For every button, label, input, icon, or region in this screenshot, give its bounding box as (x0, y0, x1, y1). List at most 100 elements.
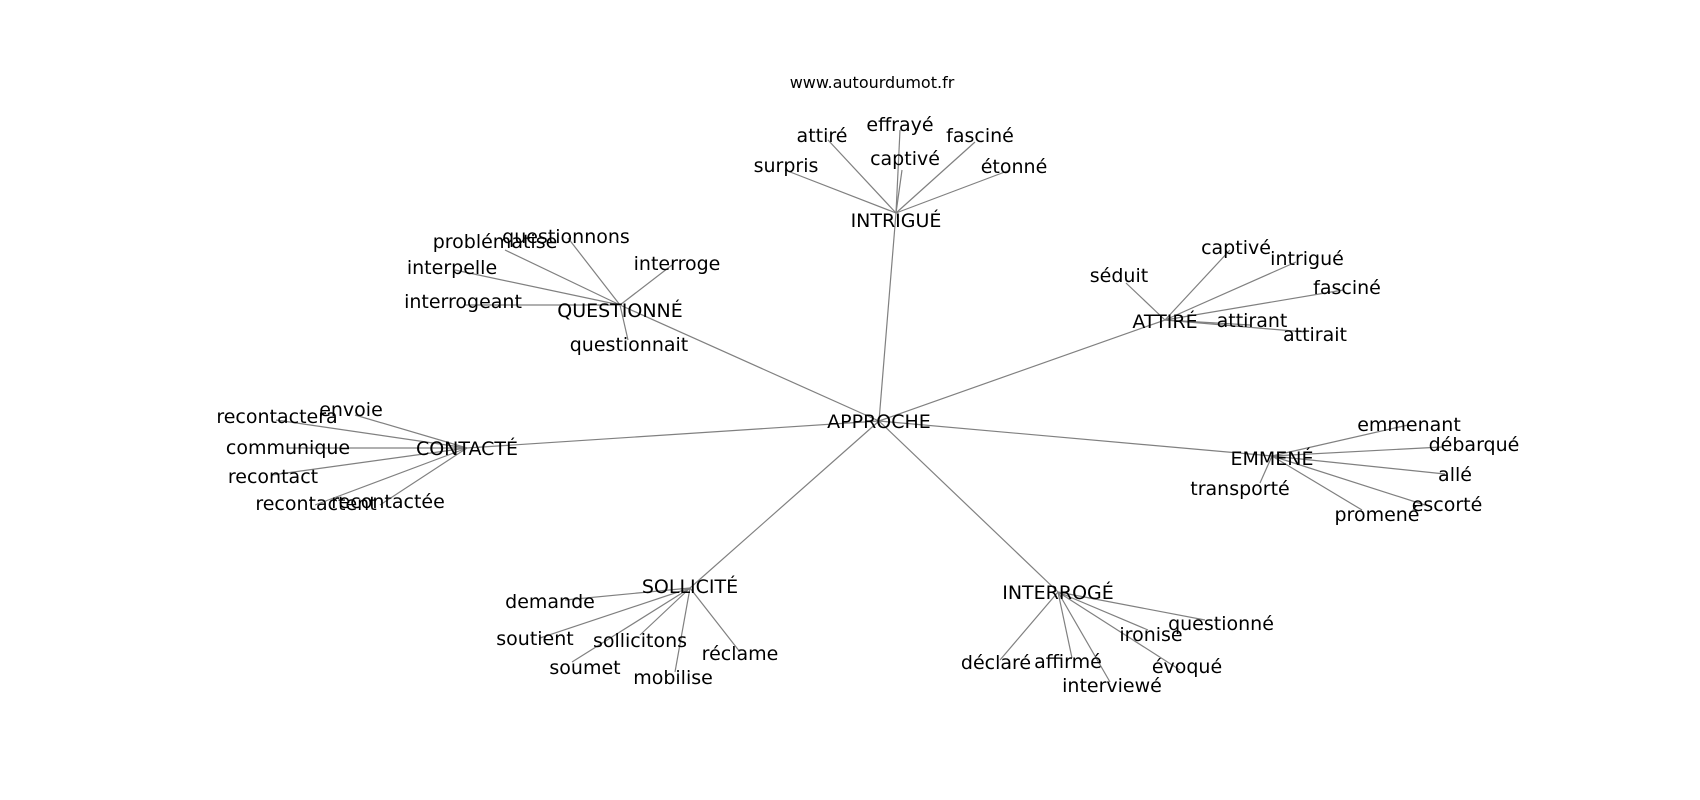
edge-hub-leaf (674, 587, 691, 673)
leaf-node-label: sollicitons (593, 630, 687, 652)
edge-hub-leaf (895, 169, 903, 214)
edges (271, 129, 1446, 683)
edge-hub-leaf (1164, 249, 1231, 321)
leaf-node-label: transporté (1190, 478, 1289, 500)
leaf-node-label: débarqué (1429, 434, 1520, 456)
edge-hub-leaf (895, 169, 1011, 214)
leaf-node-label: problématise (433, 231, 558, 253)
edge-hub-leaf (1057, 591, 1206, 621)
edge-hub-leaf (1271, 455, 1363, 511)
edge-hub-leaf (1259, 455, 1273, 484)
hub-node-label: SOLLICITÉ (642, 575, 738, 598)
edge-hub-leaf (1125, 282, 1166, 321)
leaf-node-label: mobilise (633, 667, 713, 689)
leaf-node-label: questionné (1168, 613, 1274, 635)
leaf-node-label: captivé (1201, 237, 1271, 259)
edge-hub-leaf (271, 447, 468, 476)
edge-hub-leaf (1057, 591, 1149, 631)
edge-hub-leaf (1057, 591, 1111, 683)
edge-hub-leaf (895, 141, 976, 214)
edge-hub-leaf (999, 591, 1059, 661)
leaf-node-label: étonné (981, 156, 1048, 178)
edge-hub-leaf (1057, 591, 1181, 671)
leaf-node-label: ironise (1119, 624, 1182, 646)
leaf-node-label: soutient (496, 628, 573, 650)
leaf-node-label: escorté (1412, 494, 1483, 516)
leaf-node-label: recontactent (255, 493, 376, 515)
edge-hub-leaf (454, 269, 621, 306)
leaf-node-label: recontactera (216, 406, 337, 428)
leaf-node-label: réclame (702, 643, 779, 665)
edge-hub-leaf (1271, 455, 1446, 475)
leaf-node-label: emmenant (1357, 414, 1461, 436)
hub-node-label: CONTACTÉ (416, 437, 518, 460)
edge-hub-leaf (619, 264, 673, 306)
leaf-node-label: allé (1438, 464, 1472, 486)
edge-hub-leaf (827, 139, 897, 214)
edge-root-hub (878, 420, 1059, 593)
hub-node-label: INTERROGÉ (1002, 581, 1114, 604)
leaf-node-label: fasciné (946, 125, 1014, 147)
leaf-node-label: promené (1334, 504, 1419, 526)
edge-hub-leaf (639, 587, 691, 636)
leaf-node-label: intrigué (1270, 248, 1344, 270)
edge-root-hub (466, 420, 880, 449)
edge-root-hub (619, 304, 880, 422)
leaf-node-label: recontactée (331, 491, 445, 513)
edge-hub-leaf (567, 237, 621, 306)
leaf-node-label: questionnait (570, 334, 689, 356)
leaf-node-label: questionnons (502, 226, 630, 248)
edge-hub-leaf (1057, 591, 1073, 659)
edge-hub-leaf (314, 447, 468, 506)
hub-node-label: INTRIGUÉ (851, 209, 942, 232)
leaf-node-label: interpelle (407, 257, 497, 279)
edge-hub-leaf (354, 414, 468, 449)
edge-hub-leaf (689, 587, 741, 653)
watermark: www.autourdumot.fr (790, 73, 955, 92)
edge-hub-leaf (895, 129, 901, 214)
edge-hub-leaf (539, 587, 691, 639)
edge-hub-leaf (784, 169, 897, 214)
leaf-node-label: interrogeant (404, 291, 522, 313)
edge-hub-leaf (619, 304, 629, 341)
leaf-node-label: demande (505, 591, 595, 613)
leaf-node-label: attirait (1283, 324, 1347, 346)
leaf-node-label: envoie (319, 399, 383, 421)
leaf-node-label: communique (226, 437, 350, 459)
edge-hub-leaf (504, 249, 621, 306)
edge-root-hub (878, 319, 1166, 422)
leaf-node-label: déclaré (961, 652, 1031, 674)
edge-hub-leaf (1271, 455, 1426, 506)
leaf-node-label: interviewé (1062, 675, 1162, 697)
leaf-node-label: attiré (797, 125, 848, 147)
edge-root-hub (689, 420, 880, 589)
edge-hub-leaf (275, 419, 468, 449)
edge-hub-leaf (1164, 261, 1297, 321)
edge-hub-leaf (1271, 424, 1409, 457)
leaf-node-label: fasciné (1313, 277, 1381, 299)
edge-root-hub (878, 212, 897, 422)
edge-hub-leaf (1164, 319, 1306, 333)
leaf-node-label: recontact (228, 466, 318, 488)
edge-hub-leaf (1164, 289, 1344, 321)
hub-node-label: ATTIRÉ (1132, 310, 1197, 333)
edge-hub-leaf (1271, 446, 1443, 457)
edge-hub-leaf (571, 587, 691, 663)
leaf-node-label: captivé (870, 148, 940, 170)
edge-root-hub (878, 420, 1273, 457)
leaf-node-label: surpris (754, 155, 819, 177)
leaf-node-label: évoqué (1152, 656, 1222, 678)
leaf-node-label: séduit (1090, 265, 1148, 287)
leaf-node-label: interroge (634, 253, 721, 275)
leaf-node-label: effrayé (866, 114, 933, 136)
node-labels: APPROCHE INTRIGUÉ attiré effrayé fasciné capt… (216, 114, 1519, 697)
leaf-node-label: attirant (1217, 310, 1288, 332)
leaf-node-label: soumet (549, 657, 620, 679)
edge-hub-leaf (564, 587, 691, 601)
edge-hub-leaf (379, 447, 468, 506)
root-node-label: APPROCHE (827, 411, 931, 433)
leaf-node-label: affirmé (1034, 651, 1102, 673)
hub-node-label: EMMENÉ (1230, 447, 1313, 470)
hub-node-label: QUESTIONNÉ (557, 299, 683, 322)
